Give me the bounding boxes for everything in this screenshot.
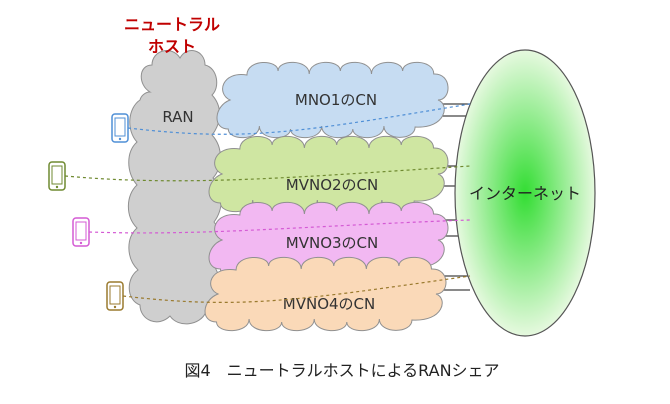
smartphone-icon: [106, 281, 124, 311]
internet-label: インターネット: [469, 184, 581, 203]
host-label-line2: ホスト: [148, 37, 196, 56]
internet-ellipse: [454, 49, 596, 337]
smartphone-icon: [48, 161, 66, 191]
traffic-paths: [64, 103, 471, 303]
core-network-label: MVNO4のCN: [283, 295, 375, 313]
ran-label: RAN: [162, 108, 193, 126]
figure-caption: 図4 ニュートラルホストによるRANシェア: [184, 361, 499, 380]
smartphone-icon: [72, 217, 90, 247]
core-network-stack: MNO1のCN MVNO2のCN MVNO3のCN MVNO4のCN: [204, 61, 449, 332]
core-network-label: MVNO3のCN: [286, 234, 378, 252]
traffic-path: [122, 275, 471, 303]
core-network-cloud-shape: [208, 135, 449, 213]
user-devices: [48, 113, 129, 311]
host-label-line1: ニュートラル: [124, 15, 220, 34]
traffic-path: [127, 103, 471, 135]
core-network-cloud-shape: [204, 256, 447, 332]
ran-cloud: RAN: [127, 50, 222, 325]
core-network-cloud: MVNO4のCN: [204, 256, 447, 332]
core-network-label: MVNO2のCN: [286, 176, 378, 194]
traffic-path: [64, 165, 471, 182]
core-network-cloud: MVNO2のCN: [208, 135, 449, 213]
core-network-label: MNO1のCN: [295, 91, 377, 109]
smartphone-icon: [111, 113, 129, 143]
ran-cloud-shape: [127, 50, 222, 325]
